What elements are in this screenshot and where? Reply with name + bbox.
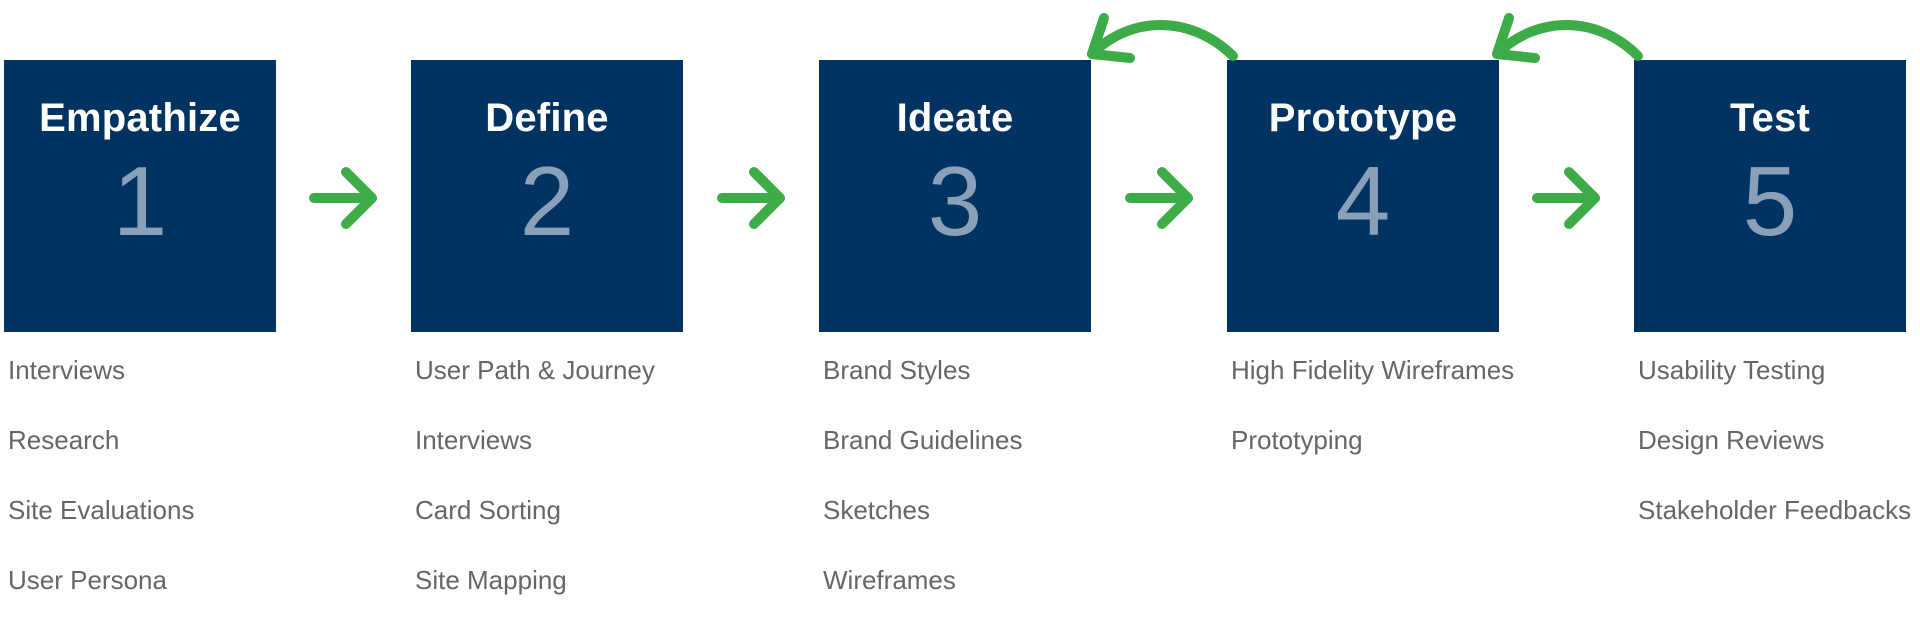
list-item: Research — [8, 425, 120, 455]
list-item: Site Mapping — [415, 565, 567, 595]
list-item: Brand Styles — [823, 355, 971, 385]
arrow-right-icon — [309, 167, 377, 229]
curved-back-arrow-icon — [1492, 13, 1643, 63]
list-item: User Persona — [8, 565, 167, 595]
list-item: User Path & Journey — [415, 355, 655, 385]
list-item: Stakeholder Feedbacks — [1638, 495, 1912, 525]
list-item: Usability Testing — [1638, 355, 1826, 385]
step-number: 3 — [927, 146, 983, 256]
list-item: Prototyping — [1231, 425, 1363, 455]
step-number: 1 — [112, 146, 168, 256]
list-item: Sketches — [823, 495, 930, 525]
step-ideate-box: Ideate 3 — [819, 60, 1091, 332]
list-item: Interviews — [415, 425, 533, 455]
design-process-diagram: Empathize 1 Interviews Research Site Eva… — [4, 13, 1911, 595]
prototype-activity-list: High Fidelity Wireframes Prototyping — [1231, 348, 1514, 488]
step-title: Empathize — [39, 96, 241, 140]
step-number: 4 — [1335, 146, 1391, 256]
list-item: Design Reviews — [1638, 425, 1825, 455]
arrow-right-icon — [717, 167, 785, 229]
list-item: Site Evaluations — [8, 495, 195, 525]
step-test-box: Test 5 — [1634, 60, 1906, 332]
list-item: Wireframes — [823, 565, 956, 595]
step-title: Define — [485, 96, 609, 140]
ideate-activity-list: Brand Styles Brand Guidelines Sketches W… — [823, 348, 1022, 628]
list-item: Card Sorting — [415, 495, 561, 525]
step-empathize-box: Empathize 1 — [4, 60, 276, 332]
step-title: Prototype — [1268, 96, 1458, 140]
step-title: Ideate — [896, 96, 1014, 140]
list-item: Brand Guidelines — [823, 425, 1023, 455]
empathize-activity-list: Interviews Research Site Evaluations Use… — [8, 348, 194, 628]
arrow-right-icon — [1125, 167, 1193, 229]
step-define-box: Define 2 — [411, 60, 683, 332]
define-activity-list: User Path & Journey Interviews Card Sort… — [415, 348, 655, 628]
list-item: Interviews — [8, 355, 126, 385]
list-item: High Fidelity Wireframes — [1231, 355, 1515, 385]
step-prototype-box: Prototype 4 — [1227, 60, 1499, 332]
step-title: Test — [1729, 96, 1811, 140]
step-number: 2 — [519, 146, 575, 256]
curved-back-arrow-icon — [1087, 13, 1238, 63]
arrow-right-icon — [1532, 167, 1600, 229]
step-number: 5 — [1742, 146, 1798, 256]
test-activity-list: Usability Testing Design Reviews Stakeho… — [1638, 348, 1911, 558]
